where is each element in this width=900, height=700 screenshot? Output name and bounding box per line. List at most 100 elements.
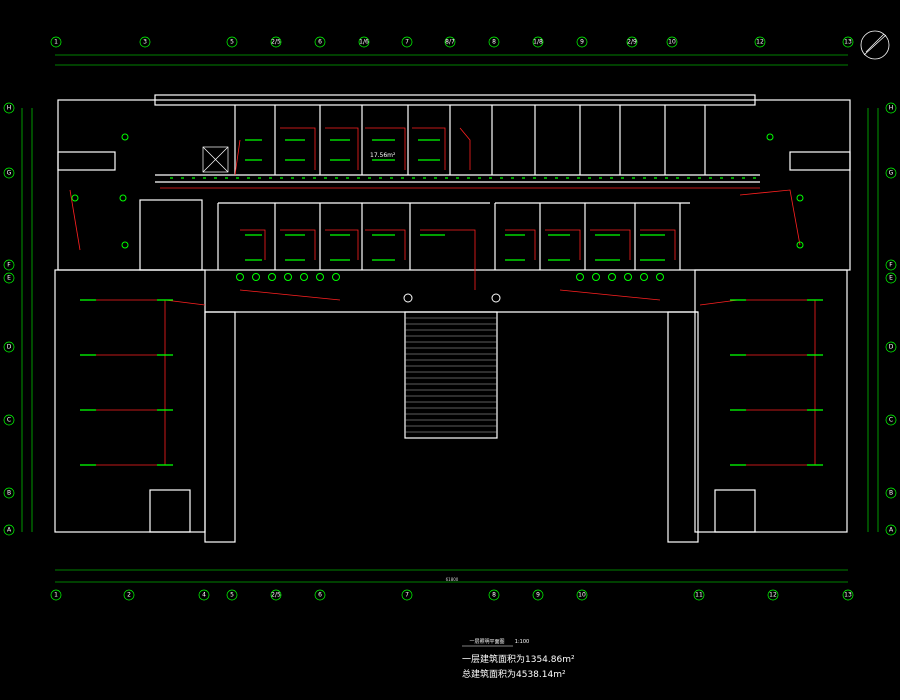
axis-label: 5 — [230, 592, 234, 599]
elevator-icon — [202, 146, 229, 173]
axis-bubble-icon — [314, 36, 326, 48]
axis-bubble-icon — [3, 487, 15, 499]
axis-label: 1/8 — [533, 39, 543, 46]
axis-labels-bottom: 1 2 4 5 2/5 6 7 8 9 10 11 12 13 — [54, 592, 852, 599]
axis-label: E — [7, 275, 11, 282]
lighting-circuits — [69, 127, 816, 466]
axis-bubble-icon — [885, 341, 897, 353]
axis-label: C — [889, 417, 893, 424]
axis-bubble-icon — [885, 414, 897, 426]
axis-label: G — [7, 170, 12, 177]
axis-label: 8/7 — [445, 39, 455, 46]
axis-label: 7 — [405, 39, 409, 46]
axis-bubble-icon — [885, 272, 897, 284]
light-fixture-icon — [608, 273, 616, 281]
axis-label: F — [889, 262, 893, 269]
light-fixture-icon — [640, 273, 648, 281]
axis-label: F — [7, 262, 11, 269]
light-fixture-icon — [268, 273, 276, 281]
drawing-scale: 1:100 — [515, 639, 529, 645]
light-fixture-icon — [316, 273, 324, 281]
overall-dimension: 61800 — [446, 577, 459, 582]
axis-bubble-icon — [198, 589, 210, 601]
axis-bubble-icon — [532, 589, 544, 601]
axis-label: B — [889, 490, 893, 497]
axis-label: 7 — [405, 592, 409, 599]
axis-bubble-icon — [885, 167, 897, 179]
light-fixture-icon — [796, 194, 804, 202]
axis-label: A — [7, 527, 12, 534]
axis-bubble-icon — [3, 102, 15, 114]
axis-bubble-icon — [626, 36, 638, 48]
central-stair — [405, 317, 497, 433]
axis-label: 10 — [578, 592, 586, 599]
light-fixture-icon — [284, 273, 292, 281]
axis-label: 6 — [318, 592, 322, 599]
axis-bubble-icon — [754, 36, 766, 48]
axis-labels-top: 1 3 5 2/5 6 1/6 7 8/7 8 1/8 9 2/9 10 12 … — [54, 39, 852, 46]
light-fixture-icon — [592, 273, 600, 281]
axis-bubble-icon — [842, 589, 854, 601]
room-area-label: 17.56m² — [370, 152, 396, 159]
light-fixtures — [80, 139, 823, 466]
lobby-downlights — [71, 133, 804, 303]
axis-label: 8 — [492, 592, 496, 599]
light-fixture-icon — [576, 273, 584, 281]
axis-label: H — [7, 105, 12, 112]
axis-label: D — [889, 344, 894, 351]
axis-bubble-icon — [532, 36, 544, 48]
axis-label: 4 — [202, 592, 206, 599]
axis-label: 13 — [844, 39, 852, 46]
axis-label: 2/5 — [271, 592, 281, 599]
first-floor-area: 一层建筑面积为1354.86m² — [462, 653, 575, 665]
light-fixture-icon — [71, 194, 79, 202]
axis-label: E — [889, 275, 893, 282]
axis-label: H — [889, 105, 894, 112]
light-fixture-icon — [624, 273, 632, 281]
light-fixture-icon — [252, 273, 260, 281]
axis-label: B — [7, 490, 11, 497]
total-building-area: 总建筑面积为4538.14m² — [462, 668, 566, 680]
axis-label: 2/5 — [271, 39, 281, 46]
axis-bubbles-sides — [3, 102, 897, 536]
axis-bubble-icon — [767, 589, 779, 601]
axis-bubble-icon — [139, 36, 151, 48]
light-fixture-icon — [491, 293, 501, 303]
axis-bubble-icon — [576, 589, 588, 601]
axis-label: 3 — [143, 39, 147, 46]
axis-labels-sides: H G F E D C B A H G F E D C B A — [7, 105, 894, 534]
light-fixture-icon — [119, 194, 127, 202]
light-fixture-icon — [403, 293, 413, 303]
axis-bubble-icon — [3, 272, 15, 284]
axis-bubble-icon — [3, 524, 15, 536]
axis-bubble-icon — [885, 102, 897, 114]
drawing-title-block: 一层照明平面图 1:100 一层建筑面积为1354.86m² 总建筑面积为453… — [462, 639, 575, 680]
axis-bubble-icon — [270, 36, 282, 48]
axis-bubble-icon — [50, 589, 62, 601]
axis-bubble-icon — [226, 36, 238, 48]
axis-bubble-icon — [885, 524, 897, 536]
axis-label: 1/6 — [359, 39, 369, 46]
dimension-chains — [21, 54, 879, 583]
axis-bubble-icon — [401, 589, 413, 601]
light-fixture-icon — [236, 273, 244, 281]
light-fixture-icon — [300, 273, 308, 281]
axis-label: 9 — [536, 592, 540, 599]
axis-bubble-icon — [488, 589, 500, 601]
axis-bubble-icon — [3, 167, 15, 179]
axis-label: C — [7, 417, 11, 424]
axis-label: 2/9 — [627, 39, 637, 46]
axis-bubble-icon — [314, 589, 326, 601]
light-fixture-icon — [121, 241, 129, 249]
axis-label: 1 — [54, 592, 58, 599]
axis-bubble-icon — [693, 589, 705, 601]
walls — [54, 94, 851, 543]
light-fixture-icon — [332, 273, 340, 281]
axis-label: 12 — [769, 592, 777, 599]
axis-bubble-icon — [3, 341, 15, 353]
axis-label: 9 — [580, 39, 584, 46]
axis-label: D — [7, 344, 12, 351]
axis-bubble-icon — [270, 589, 282, 601]
axis-bubble-icon — [401, 36, 413, 48]
